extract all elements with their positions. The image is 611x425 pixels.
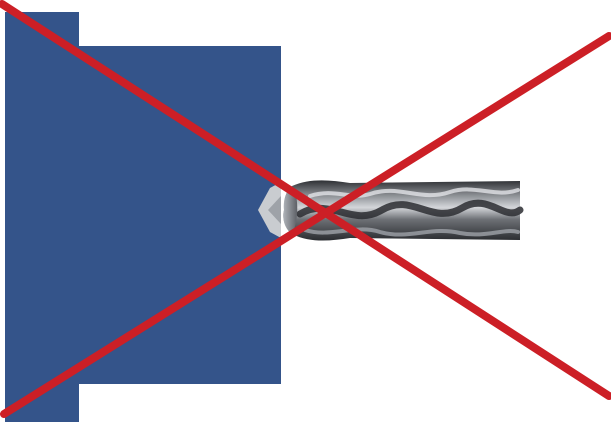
workpiece [5, 12, 281, 422]
